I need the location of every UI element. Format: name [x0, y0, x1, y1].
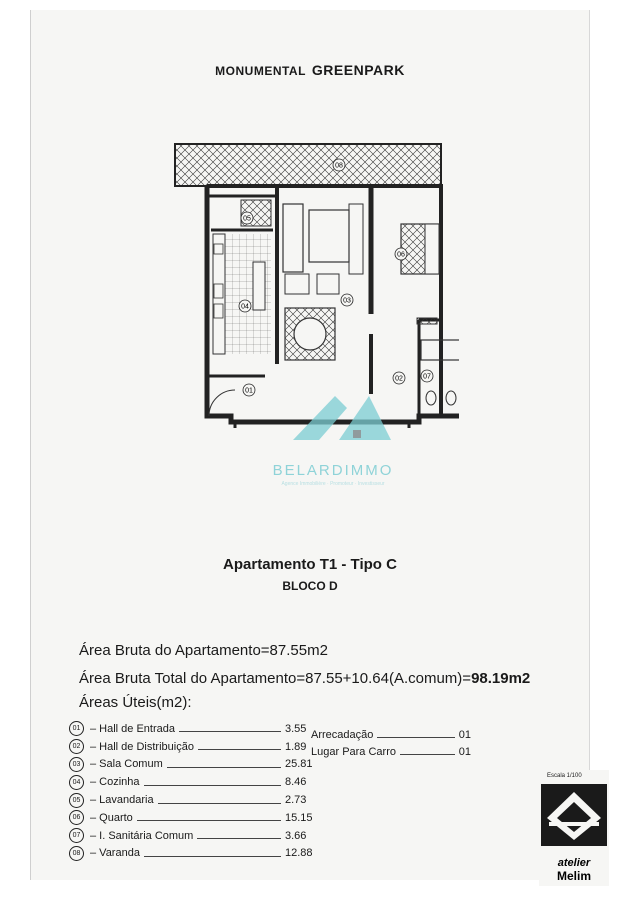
area-bruta: Área Bruta do Apartamento=87.55m2 — [79, 642, 328, 659]
watermark-name: BELARDIMMO — [272, 462, 394, 479]
header-prefix: MONUMENTAL — [215, 64, 306, 78]
header-name: GREENPARK — [311, 62, 405, 78]
label-cozinha: 04 — [241, 304, 249, 311]
area-bruta-total: Área Bruta Total do Apartamento=87.55+10… — [79, 670, 530, 687]
atelier-melim-logo: atelier Melim — [539, 770, 609, 886]
project-header: MONUMENTAL GREENPARK — [31, 62, 589, 78]
watermark-tagline: Agence Immobilière · Promoteur · Investi… — [281, 481, 385, 487]
block-subtitle: BLOCO D — [282, 579, 338, 593]
label-hall-distribuicao: 02 — [395, 376, 403, 383]
logo-brand-top: atelier — [558, 857, 591, 869]
label-hall-entrada: 01 — [245, 388, 253, 395]
label-quarto: 06 — [397, 252, 405, 259]
areas-uteis-heading: Áreas Úteis(m2): — [79, 694, 192, 711]
watermark-logo-icon — [293, 396, 391, 440]
label-sanitaria: 07 — [423, 374, 431, 381]
balcony-area — [174, 143, 442, 187]
label-varanda: 08 — [335, 163, 343, 170]
area-total-prefix: Área Bruta Total do Apartamento=87.55+10… — [79, 670, 472, 687]
watermark: BELARDIMMO Agence Immobilière · Promoteu… — [253, 462, 413, 487]
scale-label: Escala 1/100 — [547, 773, 582, 779]
apartment-title: Apartamento T1 - Tipo C — [223, 556, 397, 573]
logo-brand: Melim — [557, 869, 591, 883]
floor-plan: 01 02 03 04 05 06 07 08 — [174, 143, 459, 440]
label-lavandaria: 05 — [243, 216, 251, 223]
plan-sheet: MONUMENTAL GREENPARK — [30, 10, 609, 886]
area-total-value: 98.19m2 — [471, 670, 531, 687]
label-sala-comum: 03 — [343, 298, 351, 305]
